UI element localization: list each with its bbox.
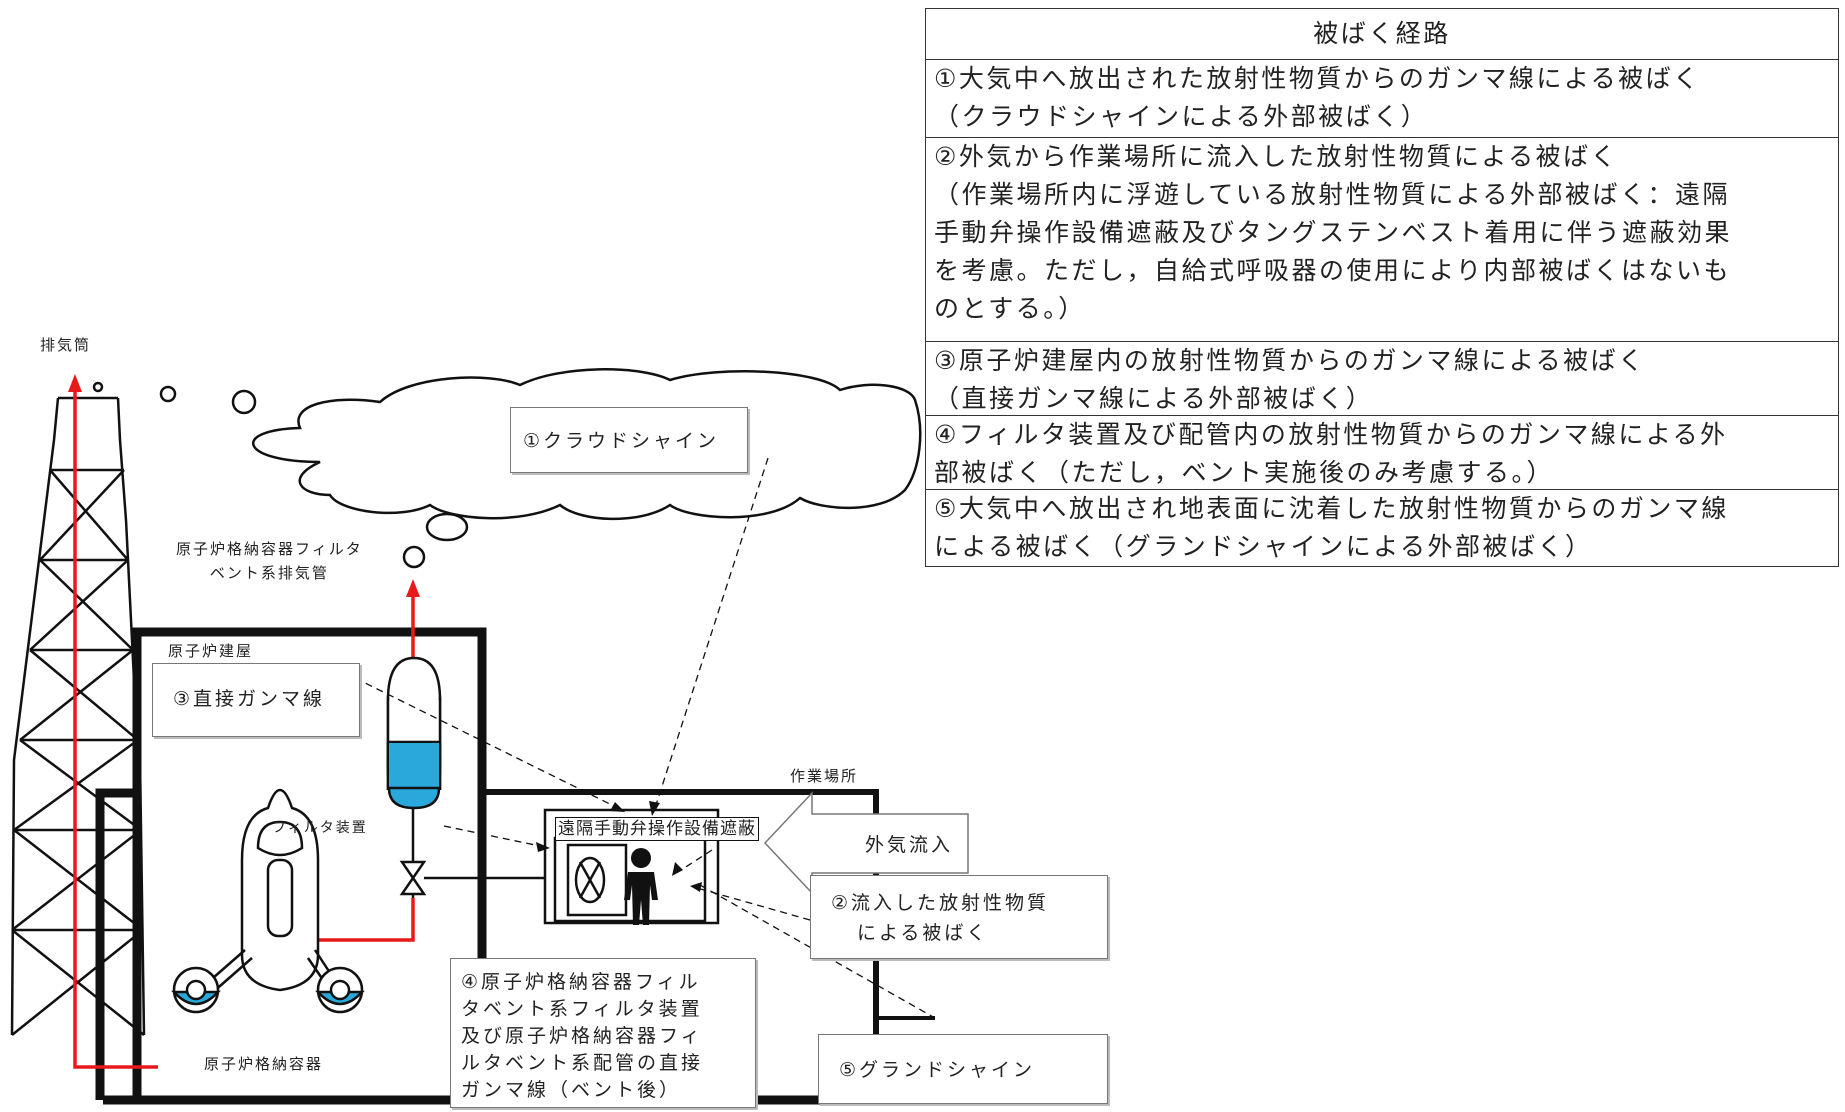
outside-air-arrow xyxy=(763,791,969,895)
filter-gamma-line: ガンマ線（ベント後） xyxy=(461,1079,682,1101)
inflow-line2: による被ばく xyxy=(857,922,989,944)
table-row: ②外気から作業場所に流入した放射性物質による被ばく （作業場所内に浮遊している放… xyxy=(926,137,1838,341)
table-row-line: （クラウドシャインによる外部被ばく） xyxy=(934,102,1429,131)
table-row-line: ①大気中へ放出された放射性物質からのガンマ線による被ばく xyxy=(934,64,1701,93)
table-row-line: ④フィルタ装置及び配管内の放射性物質からのガンマ線による外 xyxy=(934,420,1728,449)
direct-gamma-label: ③直接ガンマ線 xyxy=(152,663,360,737)
exposure-path-table: 被ばく経路 ①大気中へ放出された放射性物質からのガンマ線による被ばく （クラウド… xyxy=(925,8,1839,567)
table-row: ③原子炉建屋内の放射性物質からのガンマ線による被ばく （直接ガンマ線による外部被… xyxy=(926,341,1838,415)
table-row-line: ⑤大気中へ放出され地表面に沈着した放射性物質からのガンマ線 xyxy=(934,494,1729,523)
plume-puffs xyxy=(92,381,469,569)
table-header: 被ばく経路 xyxy=(1313,19,1451,48)
valve-symbol xyxy=(399,808,555,898)
cloudshine-text: ①クラウドシャイン xyxy=(523,430,720,452)
stack-label: 排気筒 xyxy=(40,336,92,354)
dashed-pointer-arrowheads xyxy=(536,801,702,892)
worker-person-icon xyxy=(624,848,658,925)
filter-gamma-line: タベント系フィルタ装置 xyxy=(461,998,703,1020)
vent-pipe-label-line2: ベント系排気管 xyxy=(209,564,329,582)
table-row-line: を考慮。ただし，自給式呼吸器の使用により内部被ばくはないも xyxy=(934,256,1732,285)
filter-gamma-line: ④原子炉格納容器フィル xyxy=(461,971,701,993)
outside-air-label: 外気流入 xyxy=(865,834,954,856)
groundshine-label: ⑤グランドシャイン xyxy=(818,1034,1108,1104)
work-area-label: 作業場所 xyxy=(790,767,859,785)
table-row: ⑤大気中へ放出され地表面に沈着した放射性物質からのガンマ線 による被ばく（グラン… xyxy=(926,489,1838,566)
table-row: ④フィルタ装置及び配管内の放射性物質からのガンマ線による外 部被ばく（ただし，ベ… xyxy=(926,415,1838,489)
table-row-line: （直接ガンマ線による外部被ばく） xyxy=(934,384,1374,413)
table-row-line: による被ばく（グランドシャインによる外部被ばく） xyxy=(934,532,1593,561)
table-row-line: 手動弁操作設備遮蔽及びタングステンベスト着用に伴う遮蔽効果 xyxy=(934,218,1733,247)
filter-device xyxy=(386,656,442,810)
table-row-line: ③原子炉建屋内の放射性物質からのガンマ線による被ばく xyxy=(934,346,1646,375)
table-row-line: （作業場所内に浮遊している放射性物質による外部被ばく：遠隔 xyxy=(934,180,1731,209)
filter-gamma-line: ルタベント系配管の直接 xyxy=(461,1052,704,1074)
filter-device-label: フィルタ装置 xyxy=(272,820,368,836)
work-area-walls xyxy=(482,789,879,1100)
groundshine-text: ⑤グランドシャイン xyxy=(839,1059,1036,1081)
table-row: ①大気中へ放出された放射性物質からのガンマ線による被ばく （クラウドシャインによ… xyxy=(926,59,1838,137)
filter-gamma-line: 及び原子炉格納容器フィ xyxy=(461,1025,703,1047)
inflow-line1: ②流入した放射性物質 xyxy=(831,892,1050,914)
vent-pipe-label: 原子炉格納容器フィルタ ベント系排気管 xyxy=(176,537,363,585)
containment-vessel xyxy=(171,788,365,1014)
cloudshine-label: ①クラウドシャイン xyxy=(510,407,748,473)
reactor-building-label: 原子炉建屋 xyxy=(168,642,254,660)
inflow-exposure-label: ②流入した放射性物質 による被ばく xyxy=(810,875,1108,959)
shield-label: 遠隔手動弁操作設備遮蔽 xyxy=(555,817,759,841)
exhaust-stack xyxy=(10,396,146,1036)
vent-pipe-label-line1: 原子炉格納容器フィルタ xyxy=(176,540,363,558)
table-row-line: 部被ばく（ただし，ベント実施後のみ考慮する。） xyxy=(934,458,1555,487)
table-row-line: のとする。） xyxy=(934,294,1086,323)
containment-label: 原子炉格納容器 xyxy=(204,1055,324,1073)
vent-arrowheads xyxy=(68,374,420,597)
filter-gamma-label: ④原子炉格納容器フィル タベント系フィルタ装置 及び原子炉格納容器フィ ルタベン… xyxy=(450,958,756,1108)
table-row-line: ②外気から作業場所に流入した放射性物質による被ばく xyxy=(934,142,1619,171)
valve-handle-icon xyxy=(566,843,628,917)
direct-gamma-text: ③直接ガンマ線 xyxy=(173,688,326,710)
